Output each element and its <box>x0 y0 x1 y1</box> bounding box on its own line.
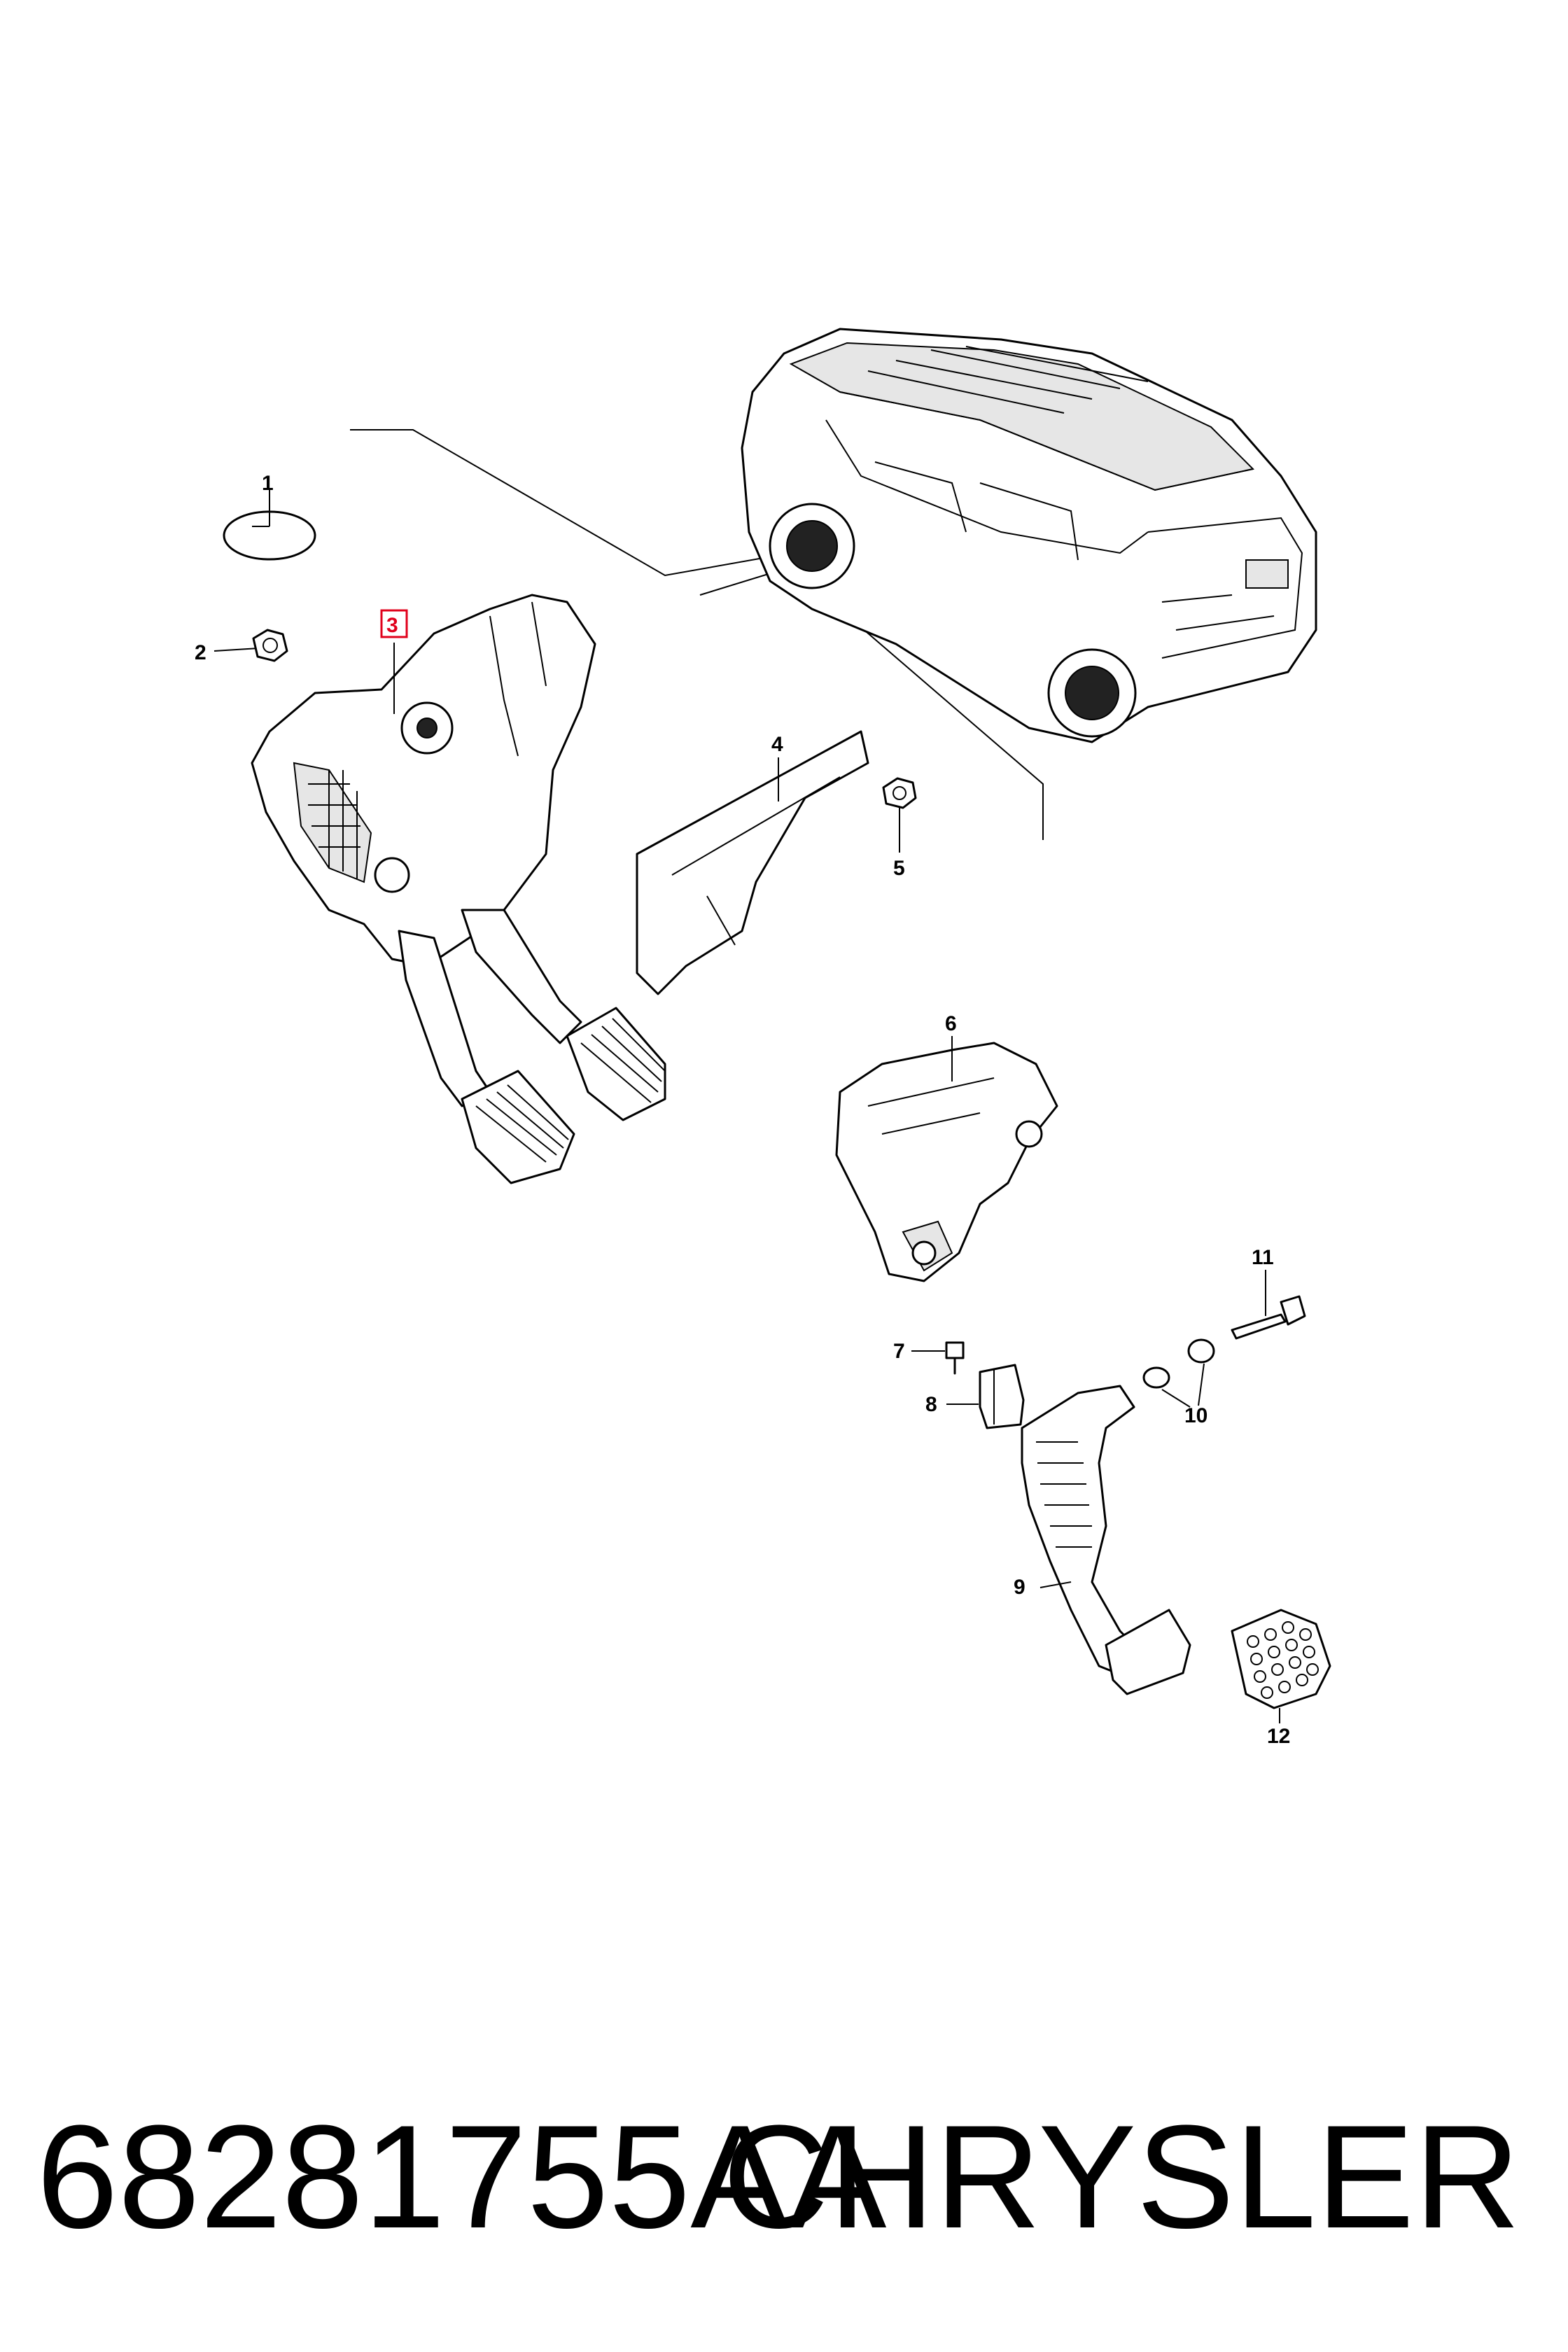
part-2-nut <box>214 629 288 662</box>
callout-2: 2 <box>195 641 206 664</box>
part-6-bracket <box>835 1036 1058 1282</box>
vehicle-illustration <box>741 328 1317 743</box>
callout-12: 12 <box>1267 1725 1290 1748</box>
callout-9: 9 <box>1014 1576 1026 1599</box>
callouts: 1 2 3 4 5 6 7 8 9 10 11 12 <box>195 472 1290 1748</box>
callout-7: 7 <box>893 1340 905 1363</box>
part-4-bracket <box>636 730 869 995</box>
callout-3: 3 <box>386 614 398 637</box>
part-3-pedal-assembly <box>251 594 666 1184</box>
callout-3-highlight <box>380 609 408 638</box>
callout-8: 8 <box>925 1393 937 1416</box>
part-9-pedal-arm <box>1021 1385 1191 1695</box>
part-7-bolt <box>911 1341 965 1375</box>
part-10-bushings <box>1142 1338 1215 1408</box>
callout-4: 4 <box>771 733 783 756</box>
part-number: 68281755AA <box>36 2094 887 2259</box>
part-8-clip <box>946 1364 1025 1429</box>
brand-name: CHRYSLER <box>722 2094 1520 2259</box>
part-11-pin <box>1231 1270 1306 1340</box>
callout-11: 11 <box>1252 1246 1274 1269</box>
part-5-nut <box>882 777 917 853</box>
vehicle-leader-lines <box>350 429 1044 840</box>
part-12-pedal-pad <box>1231 1609 1331 1723</box>
callout-5: 5 <box>893 857 905 880</box>
callout-6: 6 <box>945 1012 957 1035</box>
part-1-cap <box>223 490 316 561</box>
callout-1: 1 <box>262 472 274 495</box>
callout-10: 10 <box>1184 1404 1208 1427</box>
